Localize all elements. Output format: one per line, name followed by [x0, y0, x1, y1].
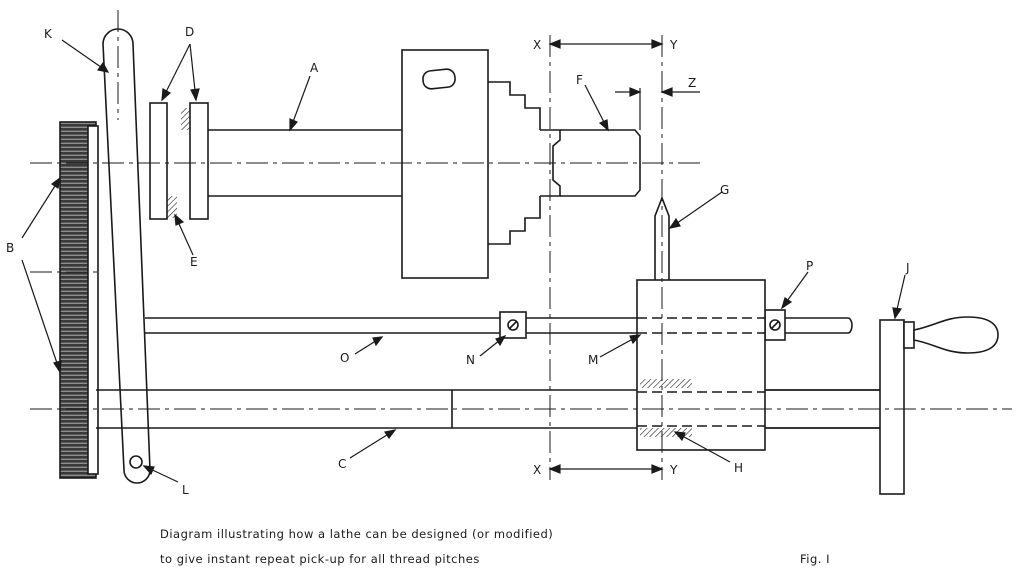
label-x-top: X	[533, 38, 541, 52]
gear-wheel	[59, 121, 99, 479]
label-h: H	[734, 461, 743, 475]
label-o: O	[340, 351, 349, 365]
chuck-slot	[422, 68, 456, 90]
label-z: Z	[688, 76, 696, 90]
carriage-block	[636, 279, 766, 451]
label-b: B	[6, 241, 14, 255]
caption-line-2: to give instant repeat pick-up for all t…	[160, 552, 480, 566]
label-m: M	[588, 353, 598, 367]
thread	[560, 129, 641, 197]
handle	[913, 316, 999, 354]
collar-left	[149, 102, 168, 220]
label-y-top: Y	[669, 38, 678, 52]
collar-right	[189, 102, 209, 220]
figure-number: Fig. I	[800, 552, 830, 566]
label-a: A	[310, 61, 319, 75]
label-l: L	[182, 483, 189, 497]
label-g: G	[720, 183, 729, 197]
label-e: E	[190, 255, 198, 269]
label-k: K	[44, 27, 53, 41]
label-d: D	[185, 25, 194, 39]
label-y-bottom: Y	[669, 463, 678, 477]
label-x-bottom: X	[533, 463, 541, 477]
label-f: F	[576, 73, 583, 87]
label-c: C	[338, 457, 346, 471]
label-p: P	[806, 259, 813, 273]
caption-line-1: Diagram illustrating how a lathe can be …	[160, 527, 554, 541]
lever-pivot	[129, 455, 143, 469]
handwheel-bracket	[879, 319, 905, 495]
chuck-body	[401, 49, 489, 279]
label-j: J	[905, 261, 910, 275]
lever	[102, 28, 151, 484]
chuck-jaws	[488, 81, 541, 245]
label-n: N	[466, 353, 475, 367]
